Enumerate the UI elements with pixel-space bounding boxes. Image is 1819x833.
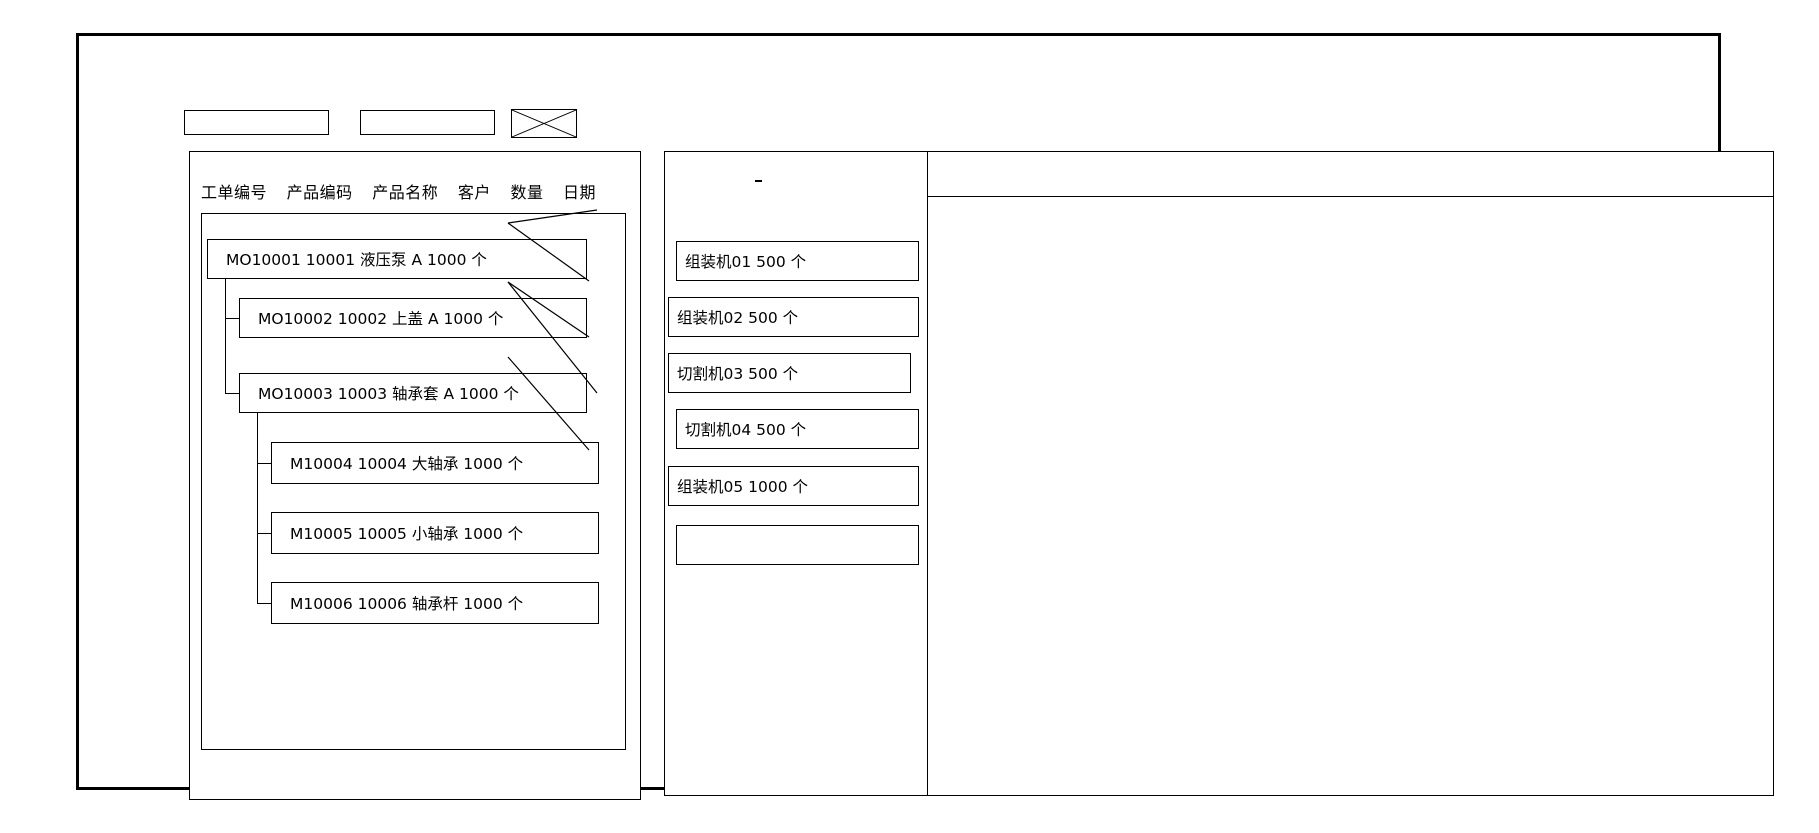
tree-row[interactable]: M10004 10004 大轴承 1000 个 bbox=[271, 442, 599, 484]
tree-row-label: M10005 10005 小轴承 1000 个 bbox=[290, 525, 524, 543]
machine-row[interactable]: 切割机03 500 个 bbox=[668, 353, 911, 393]
tree-rail-elbow-row6 bbox=[257, 603, 271, 604]
tree-row-label: MO10001 10001 液压泵 A 1000 个 bbox=[226, 251, 487, 269]
machine-row[interactable]: 组装机01 500 个 bbox=[676, 241, 919, 281]
tree-row[interactable]: MO10001 10001 液压泵 A 1000 个 bbox=[207, 239, 587, 279]
toolbar-field-1[interactable] bbox=[184, 110, 329, 135]
dash-marker-icon bbox=[755, 180, 762, 182]
tree-row-label: MO10003 10003 轴承套 A 1000 个 bbox=[258, 385, 519, 403]
machine-row-label: 切割机04 500 个 bbox=[685, 421, 807, 439]
machine-row[interactable]: 组装机05 1000 个 bbox=[668, 466, 919, 506]
tree-row-label: M10004 10004 大轴承 1000 个 bbox=[290, 455, 524, 473]
tree-row[interactable]: M10005 10005 小轴承 1000 个 bbox=[271, 512, 599, 554]
column-header-customer: 客户 bbox=[457, 183, 491, 202]
tree-row[interactable]: MO10003 10003 轴承套 A 1000 个 bbox=[239, 373, 587, 413]
detail-panel bbox=[927, 151, 1774, 796]
cross-box-icon bbox=[512, 110, 576, 137]
column-header-date: 日期 bbox=[563, 183, 597, 202]
column-header-product-code: 产品编码 bbox=[286, 183, 353, 202]
machine-row-label: 组装机05 1000 个 bbox=[677, 478, 809, 496]
column-header-product-name: 产品名称 bbox=[372, 183, 439, 202]
tree-column-headers: 工单编号 产品编码 产品名称 客户 数量 日期 bbox=[201, 179, 621, 202]
tree-rail-vertical-level2 bbox=[257, 413, 258, 603]
machine-row[interactable]: 组装机02 500 个 bbox=[668, 297, 919, 337]
detail-panel-header-divider bbox=[928, 196, 1773, 197]
tree-row[interactable]: MO10002 10002 上盖 A 1000 个 bbox=[239, 298, 587, 338]
machine-row-label: 切割机03 500 个 bbox=[677, 365, 799, 383]
tree-row-label: MO10002 10002 上盖 A 1000 个 bbox=[258, 310, 504, 328]
application-window: 工单编号 产品编码 产品名称 客户 数量 日期 MO10001 10001 液压… bbox=[76, 33, 1774, 800]
column-header-quantity: 数量 bbox=[510, 183, 544, 202]
machine-row[interactable]: 切割机04 500 个 bbox=[676, 409, 919, 449]
tree-row-label: M10006 10006 轴承杆 1000 个 bbox=[290, 595, 524, 613]
tree-rail-vertical-level1 bbox=[225, 279, 226, 393]
tree-rail-elbow-row3 bbox=[225, 393, 239, 394]
toolbar-field-2[interactable] bbox=[360, 110, 495, 135]
tree-row[interactable]: M10006 10006 轴承杆 1000 个 bbox=[271, 582, 599, 624]
tree-rail-elbow-row5 bbox=[257, 533, 271, 534]
tree-rail-elbow-row2 bbox=[225, 318, 239, 319]
column-header-work-order: 工单编号 bbox=[201, 183, 268, 202]
machine-row-label: 组装机01 500 个 bbox=[685, 253, 807, 271]
machine-row-label: 组装机02 500 个 bbox=[677, 309, 799, 327]
machine-row-empty[interactable] bbox=[676, 525, 919, 565]
image-placeholder-icon[interactable] bbox=[511, 109, 577, 138]
tree-rail-elbow-row4 bbox=[257, 463, 271, 464]
